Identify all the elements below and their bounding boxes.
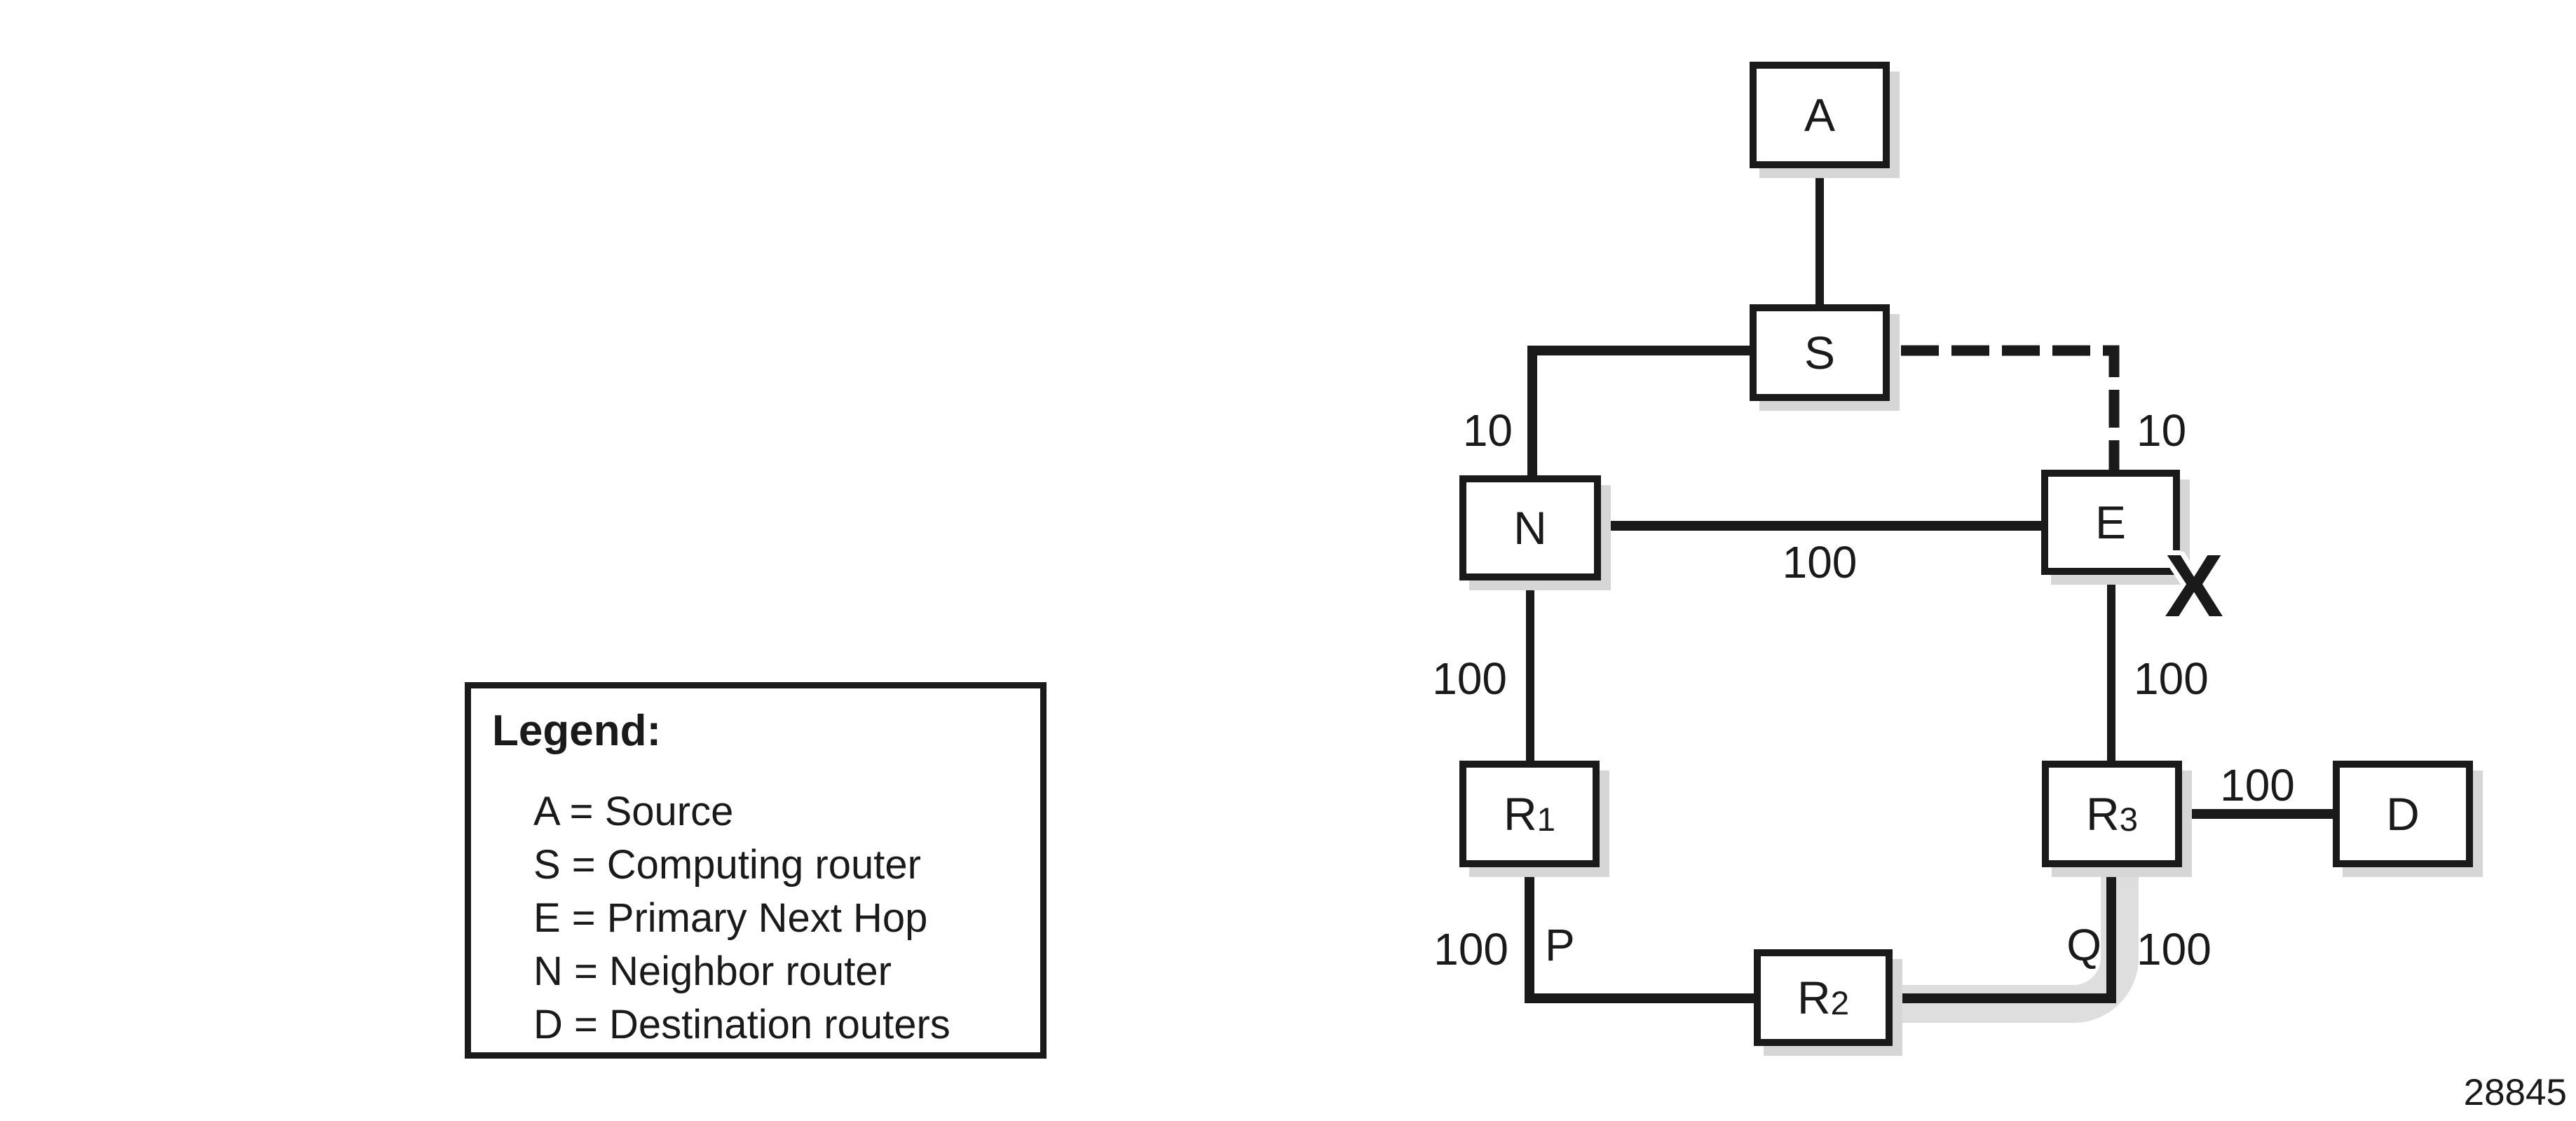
failure-x-mark: X: [2164, 536, 2224, 635]
link-s-e-dashed: [1901, 345, 2120, 471]
cost-label-s-n: 10: [1462, 405, 1513, 456]
legend-list: A = Source S = Computing router E = Prim…: [533, 785, 1040, 1052]
cost-label-e-r3: 100: [2134, 653, 2209, 704]
node-a: A: [1750, 62, 1890, 168]
node-s: S: [1750, 304, 1890, 401]
node-n-label: N: [1513, 502, 1547, 554]
node-e: E: [2041, 470, 2180, 575]
link-r2-r3: [1891, 866, 2116, 1003]
cost-label-n-e: 100: [1782, 537, 1858, 587]
link-r1-r2: [1525, 866, 1755, 1003]
legend-item-a: A = Source: [533, 789, 734, 834]
node-a-label: A: [1804, 89, 1836, 141]
cost-label-r1-r2: 100: [1433, 924, 1508, 974]
junction-label-q: Q: [2066, 920, 2101, 970]
node-d: D: [2333, 761, 2473, 867]
legend-item-d: D = Destination routers: [533, 1002, 950, 1047]
legend-title: Legend:: [492, 707, 662, 755]
legend-box: Legend: A = Source S = Computing router …: [465, 682, 1047, 1059]
node-r3-subscript: 3: [2119, 801, 2139, 838]
cost-label-r2-r3: 100: [2137, 924, 2212, 974]
node-r2-subscript: 2: [1830, 984, 1850, 1022]
node-n: N: [1459, 475, 1601, 580]
legend-item-s: S = Computing router: [533, 842, 921, 888]
legend-item-e: E = Primary Next Hop: [533, 895, 928, 941]
node-r1-subscript: 1: [1536, 801, 1556, 838]
node-s-label: S: [1804, 327, 1836, 379]
highlight-backup-path: [1894, 873, 2139, 1023]
cost-label-s-e: 10: [2137, 405, 2187, 456]
node-r2-label: R: [1797, 972, 1831, 1024]
cost-label-r3-d: 100: [2220, 760, 2295, 810]
cost-label-n-r1: 100: [1432, 653, 1507, 704]
figure-number: 28845: [2463, 1072, 2567, 1113]
link-s-n: [1527, 346, 1751, 477]
node-d-label: D: [2386, 788, 2420, 840]
node-r3-label: R: [2085, 788, 2120, 840]
node-r1-label: R: [1503, 788, 1537, 840]
legend-item-n: N = Neighbor router: [533, 949, 892, 994]
junction-label-p: P: [1545, 920, 1575, 970]
node-e-label: E: [2094, 496, 2127, 548]
